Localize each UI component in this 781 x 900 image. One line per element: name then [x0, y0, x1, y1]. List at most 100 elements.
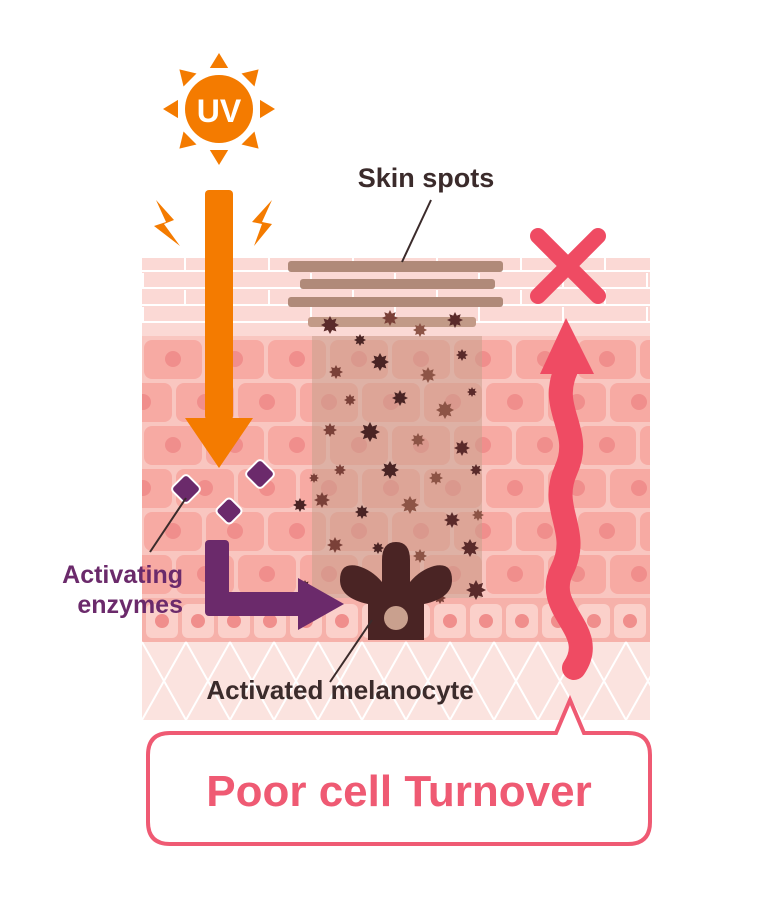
sun-ray	[259, 99, 275, 119]
melanin-granule-icon	[456, 349, 468, 361]
corneum-joint	[520, 258, 522, 270]
sun-ray	[179, 69, 197, 87]
cell-nucleus	[599, 437, 615, 453]
basal-nucleus	[155, 614, 169, 628]
cell-nucleus	[599, 523, 615, 539]
corneum-joint	[268, 258, 270, 270]
melanin-granule-icon	[472, 509, 484, 521]
sun-ray	[209, 149, 229, 165]
sun-ray	[241, 131, 259, 149]
cell-nucleus	[507, 566, 523, 582]
basal-nucleus	[191, 614, 205, 628]
skin-cell	[610, 555, 650, 594]
skin-cell	[640, 340, 650, 379]
melanin-granule-icon	[461, 539, 479, 557]
basal-nucleus	[263, 614, 277, 628]
cell-nucleus	[197, 480, 213, 496]
melanin-granule-icon	[314, 492, 330, 508]
corneum-joint	[184, 258, 186, 270]
sun-ray	[241, 69, 259, 87]
skin-cell	[142, 555, 172, 594]
corneum-joint	[268, 290, 270, 304]
cell-nucleus	[165, 437, 181, 453]
callout-box: Poor cell Turnover	[146, 694, 652, 846]
melanin-granule-icon	[411, 433, 425, 447]
cell-nucleus	[631, 394, 647, 410]
skin-cell	[640, 512, 650, 551]
cross-icon	[530, 228, 606, 304]
skin-cell	[142, 383, 172, 422]
melanin-granule-icon	[381, 461, 399, 479]
cell-nucleus	[537, 523, 553, 539]
melanin-granule-icon	[413, 323, 427, 337]
elbow-arrow-icon	[205, 540, 344, 630]
melanin-granule-icon	[392, 390, 408, 406]
cell-nucleus	[661, 351, 677, 367]
sun-icon: UV	[163, 53, 275, 165]
corneum-joint	[520, 290, 522, 304]
cell-nucleus	[507, 480, 523, 496]
corneum-joint	[478, 307, 480, 321]
cell-nucleus	[537, 437, 553, 453]
basal-nucleus	[479, 614, 493, 628]
down-arrow-icon	[185, 190, 253, 468]
callout-text: Poor cell Turnover	[206, 767, 592, 816]
cell-nucleus	[661, 523, 677, 539]
sun-ray	[179, 131, 197, 149]
melanin-granule-icon	[470, 464, 482, 476]
cell-nucleus	[142, 480, 151, 496]
skin-cell	[610, 383, 650, 422]
corneum-joint	[184, 290, 186, 304]
cell-nucleus	[259, 566, 275, 582]
corneum-joint	[562, 307, 564, 321]
enzyme-molecules	[171, 459, 275, 525]
melanin-granule-icon	[323, 423, 337, 437]
corneum-joint	[310, 307, 312, 321]
melanin-granule-icon	[354, 334, 366, 346]
cell-nucleus	[289, 523, 305, 539]
cell-nucleus	[631, 480, 647, 496]
melanin-granule-icon	[454, 440, 470, 456]
sun-ray	[163, 99, 179, 119]
skin-cell	[610, 469, 650, 508]
basal-nucleus	[587, 614, 601, 628]
melanin-granule-icon	[401, 496, 419, 514]
cell-nucleus	[661, 437, 677, 453]
cell-nucleus	[599, 351, 615, 367]
melanin-granule-icon	[413, 549, 427, 563]
cell-nucleus	[259, 394, 275, 410]
sun-ray	[209, 53, 229, 69]
cell-nucleus	[289, 437, 305, 453]
melanin-granule-icon	[444, 512, 460, 528]
melanin-granule-icon	[293, 498, 307, 512]
corneum-joint	[604, 258, 606, 270]
melanin-granule-icon	[321, 316, 339, 334]
dermis-fiber	[273, 641, 319, 720]
cell-nucleus	[289, 351, 305, 367]
melanin-granule-icon	[429, 471, 443, 485]
melanocyte-label: Activated melanocyte	[206, 675, 473, 705]
cell-nucleus	[142, 566, 151, 582]
activated-melanocyte	[340, 542, 452, 640]
skin-cell	[142, 469, 172, 508]
dermis-fiber	[142, 641, 187, 720]
melanin-granule-icon	[436, 401, 454, 419]
melanin-granule-icon	[447, 312, 463, 328]
melanin-granule-icon	[334, 464, 346, 476]
corneum-joint	[646, 273, 648, 287]
enzymes-label-line1: Activating	[62, 561, 183, 589]
cell-nucleus	[227, 523, 243, 539]
melanin-granule-icon	[371, 353, 389, 371]
dermis-fiber	[405, 641, 451, 720]
lightning-icon-right	[252, 200, 272, 246]
basal-nucleus	[623, 614, 637, 628]
dermis-fiber	[449, 641, 495, 720]
basal-nucleus	[335, 614, 349, 628]
cell-nucleus	[142, 394, 151, 410]
cell-nucleus	[165, 523, 181, 539]
melanin-granule-icon	[327, 537, 343, 553]
melanin-granule-icon	[372, 542, 384, 554]
basal-nucleus	[227, 614, 241, 628]
melanin-granule-icon	[309, 473, 319, 483]
corneum-joint	[646, 307, 648, 321]
